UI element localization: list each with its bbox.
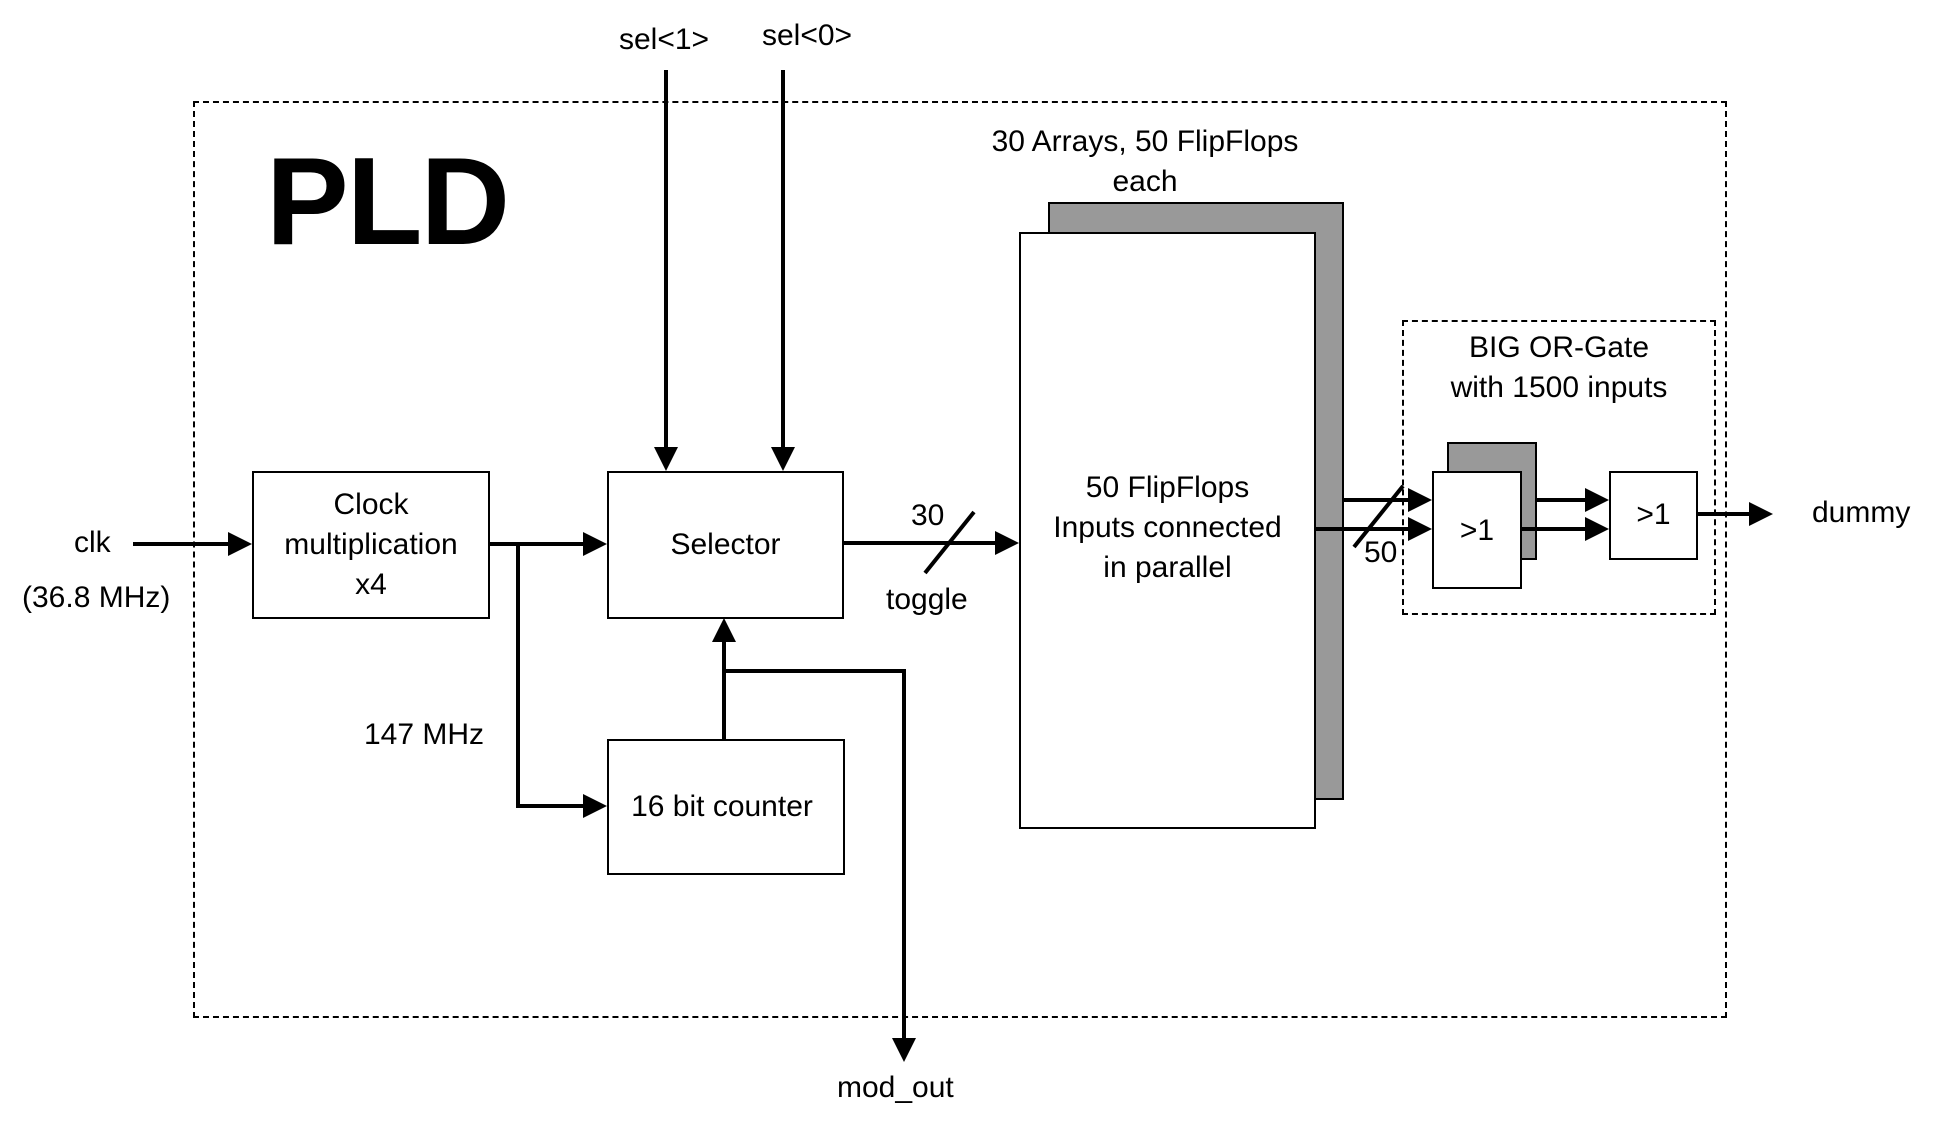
toggle-label: toggle [886, 583, 968, 616]
or-gate-1[interactable]: >1 [1432, 471, 1522, 589]
flipflop-array-caption: 30 Arrays, 50 FlipFlops each [960, 122, 1330, 202]
pld-boundary [193, 101, 1727, 1018]
or-gate-2[interactable]: >1 [1609, 471, 1698, 560]
or-caption-line1: BIG OR-Gate [1468, 331, 1650, 364]
flipflop-text-line3: in parallel [1103, 551, 1232, 584]
flipflop-caption-line1: 30 Arrays, 50 FlipFlops [991, 125, 1299, 158]
clock-multiplication-block[interactable]: Clock multiplication x4 [252, 471, 490, 619]
selector-block[interactable]: Selector [607, 471, 844, 619]
flipflop-array-block[interactable]: 50 FlipFlops Inputs connected in paralle… [1019, 232, 1316, 829]
clock-mult-line3: x4 [355, 568, 387, 601]
counter-block[interactable]: 16 bit counter [607, 739, 845, 875]
toggle-bus-slash [923, 510, 976, 575]
or-gate-1-label: >1 [1459, 514, 1495, 547]
or-gate-group-boundary [1402, 320, 1716, 615]
toggle-bus-width-label: 30 [911, 499, 945, 532]
or-gate-caption: BIG OR-Gate with 1500 inputs [1402, 328, 1716, 408]
flipflop-caption-line2: each [1112, 165, 1178, 198]
ff-bus-width-label: 50 [1364, 536, 1398, 569]
or-caption-line2: with 1500 inputs [1450, 371, 1668, 404]
clk-label: clk [74, 526, 111, 559]
pld-title: PLD [266, 133, 510, 271]
clock-mult-line2: multiplication [284, 528, 458, 561]
dummy-output-label: dummy [1812, 496, 1911, 529]
flipflop-text-line2: Inputs connected [1053, 511, 1282, 544]
or-gate-2-label: >1 [1636, 498, 1671, 531]
counter-label: 16 bit counter [631, 790, 813, 823]
clock-out-frequency-label: 147 MHz [364, 718, 485, 751]
selector-label: Selector [670, 528, 781, 561]
flipflop-text-line1: 50 FlipFlops [1085, 471, 1250, 504]
mod-out-wire [724, 669, 916, 1062]
mod-out-label: mod_out [837, 1071, 954, 1104]
clock-to-counter-wire [516, 544, 607, 818]
ff-bus-slash [1352, 484, 1405, 549]
clock-mult-line1: Clock [333, 488, 409, 521]
sel0-label: sel<0> [762, 19, 853, 52]
sel1-label: sel<1> [619, 23, 710, 56]
clk-frequency-label: (36.8 MHz) [22, 581, 171, 614]
